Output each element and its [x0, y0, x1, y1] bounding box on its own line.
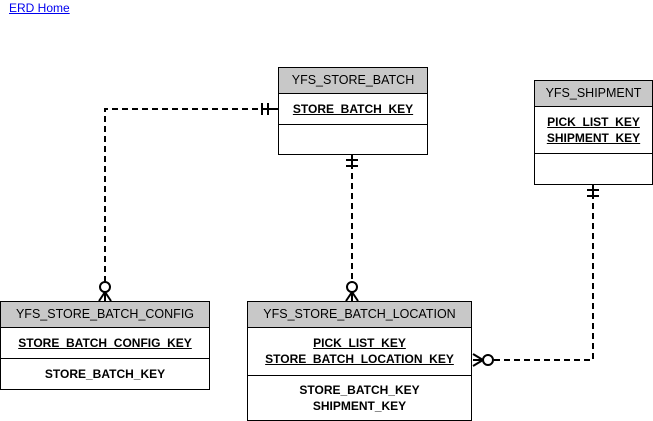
zero-mark-location-top	[346, 281, 358, 293]
pk-field: PICK_LIST_KEY	[313, 336, 406, 350]
crow-foot-location-top-c	[351, 291, 359, 302]
attr-section: STORE_BATCH_KEY	[1, 359, 209, 389]
pk-section: PICK_LIST_KEY SHIPMENT_KEY	[535, 107, 652, 154]
erd-home-link[interactable]: ERD Home	[9, 1, 70, 15]
pk-field: STORE_BATCH_LOCATION_KEY	[265, 352, 454, 366]
entity-yfs-shipment[interactable]: YFS_SHIPMENT PICK_LIST_KEY SHIPMENT_KEY	[534, 80, 653, 185]
pk-field: STORE_BATCH_KEY	[292, 102, 414, 116]
pk-field: STORE_BATCH_CONFIG_KEY	[18, 336, 192, 350]
pk-section: STORE_BATCH_CONFIG_KEY	[1, 328, 209, 359]
pk-field: PICK_LIST_KEY	[547, 115, 640, 129]
crow-foot-config-c	[104, 291, 112, 302]
attr-field: STORE_BATCH_KEY	[299, 383, 420, 397]
pk-section: PICK_LIST_KEY STORE_BATCH_LOCATION_KEY	[248, 328, 471, 376]
rel-store-batch-to-config	[104, 108, 278, 284]
pk-field: SHIPMENT_KEY	[546, 131, 641, 145]
entity-yfs-store-batch[interactable]: YFS_STORE_BATCH STORE_BATCH_KEY	[278, 67, 428, 155]
entity-title: YFS_STORE_BATCH	[279, 68, 427, 94]
attr-section	[535, 154, 652, 184]
rel-shipment-to-location	[493, 183, 594, 361]
zero-mark-config	[99, 281, 111, 293]
attr-field: STORE_BATCH_KEY	[44, 367, 166, 381]
entity-title: YFS_STORE_BATCH_LOCATION	[248, 302, 471, 328]
zero-mark-location-right	[482, 354, 494, 366]
pk-section: STORE_BATCH_KEY	[279, 94, 427, 125]
entity-yfs-store-batch-location[interactable]: YFS_STORE_BATCH_LOCATION PICK_LIST_KEY S…	[247, 301, 472, 421]
entity-yfs-store-batch-config[interactable]: YFS_STORE_BATCH_CONFIG STORE_BATCH_CONFI…	[0, 301, 210, 390]
crow-foot-location-right-c	[472, 359, 484, 367]
entity-title: YFS_SHIPMENT	[535, 81, 652, 107]
attr-section	[279, 125, 427, 154]
attr-field: SHIPMENT_KEY	[312, 399, 407, 413]
entity-title: YFS_STORE_BATCH_CONFIG	[1, 302, 209, 328]
attr-section: STORE_BATCH_KEY SHIPMENT_KEY	[248, 376, 471, 420]
